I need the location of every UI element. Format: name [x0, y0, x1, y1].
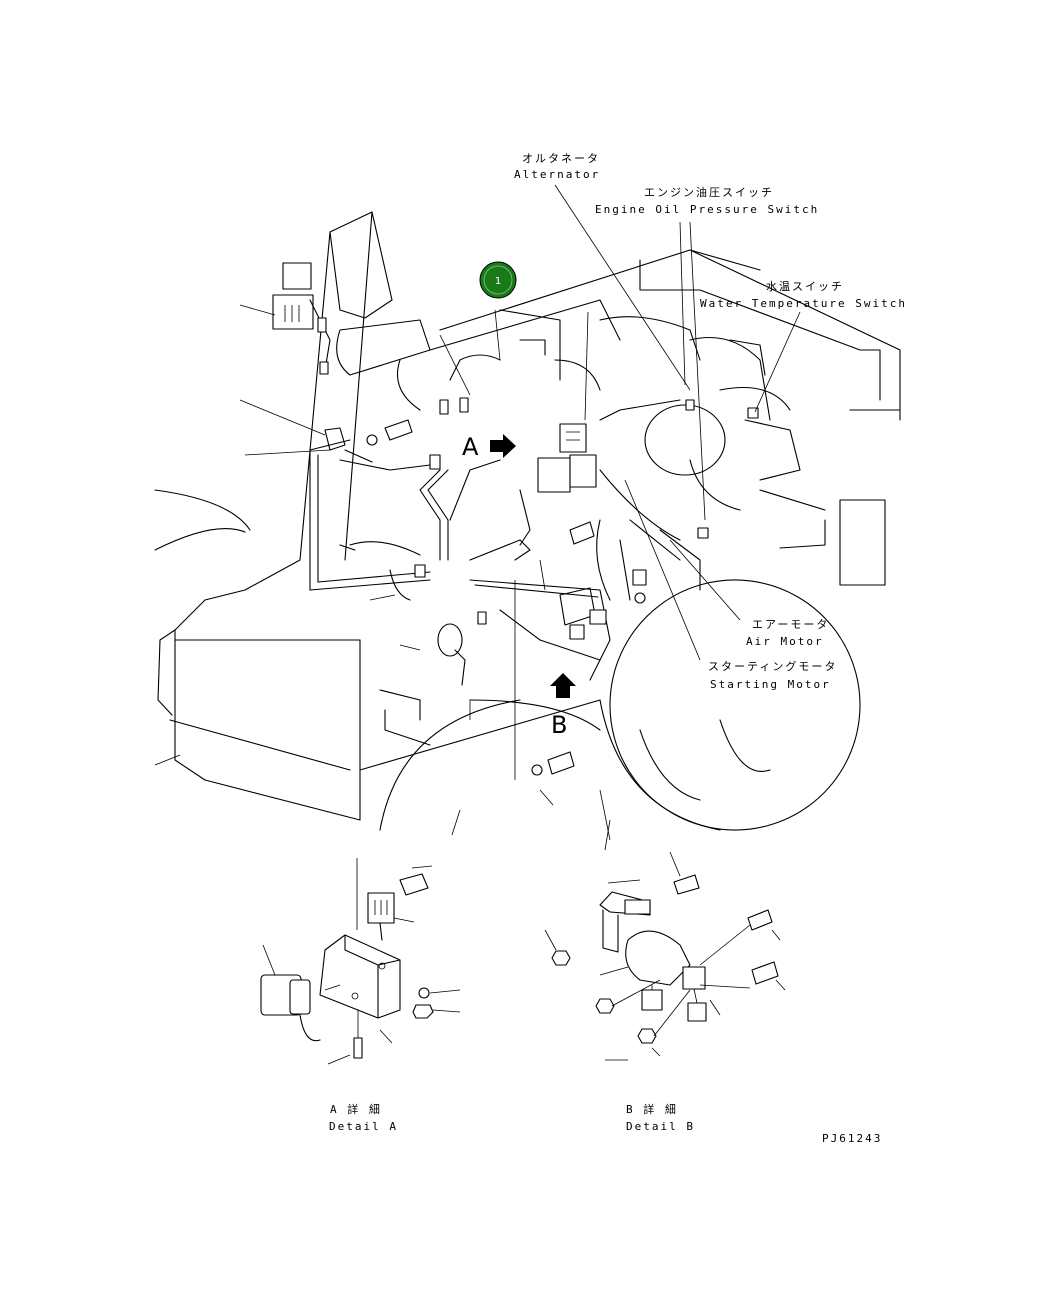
air-motor-label-en: Air Motor: [746, 635, 824, 648]
starting-motor-label-en: Starting Motor: [710, 678, 831, 691]
air-motor-label-jp: エアーモータ: [752, 618, 829, 631]
starting-motor-label-jp: スターティングモータ: [708, 659, 837, 673]
detail-a-drawing: [260, 858, 461, 1065]
engine: [336, 299, 801, 511]
oil-switch-label-en: Engine Oil Pressure Switch: [595, 203, 819, 216]
alternator-label-jp: オルタネータ: [522, 152, 600, 165]
callout-number: 1: [495, 276, 501, 287]
tire-right: [599, 579, 861, 831]
water-switch-label-en: Water Temperature Switch: [700, 297, 907, 310]
view-arrow-a: [490, 434, 516, 458]
alternator-label-en: Alternator: [514, 168, 600, 181]
tire-left: [154, 489, 601, 831]
detail-a-title-jp: A 詳 細: [330, 1102, 382, 1116]
leader-lines: [154, 184, 801, 851]
view-marker-b: B: [551, 711, 567, 739]
callout-circle[interactable]: [479, 261, 517, 299]
view-marker-a: A: [462, 433, 479, 461]
oil-switch-label-jp: エンジン油圧スイッチ: [644, 185, 774, 199]
machine-frame: [157, 211, 901, 821]
drawing-number: PJ61243: [822, 1132, 882, 1145]
view-arrow-b: [550, 673, 576, 698]
components: [272, 262, 759, 776]
detail-b-title-en: Detail B: [626, 1120, 695, 1133]
harness: [309, 354, 701, 681]
detail-a-title-en: Detail A: [329, 1120, 398, 1133]
water-switch-label-jp: 水温スイッチ: [766, 280, 844, 293]
detail-b-title-jp: B 詳 細: [626, 1102, 678, 1116]
callout-marker[interactable]: 1: [479, 261, 517, 299]
detail-b-drawing: [544, 851, 786, 1061]
